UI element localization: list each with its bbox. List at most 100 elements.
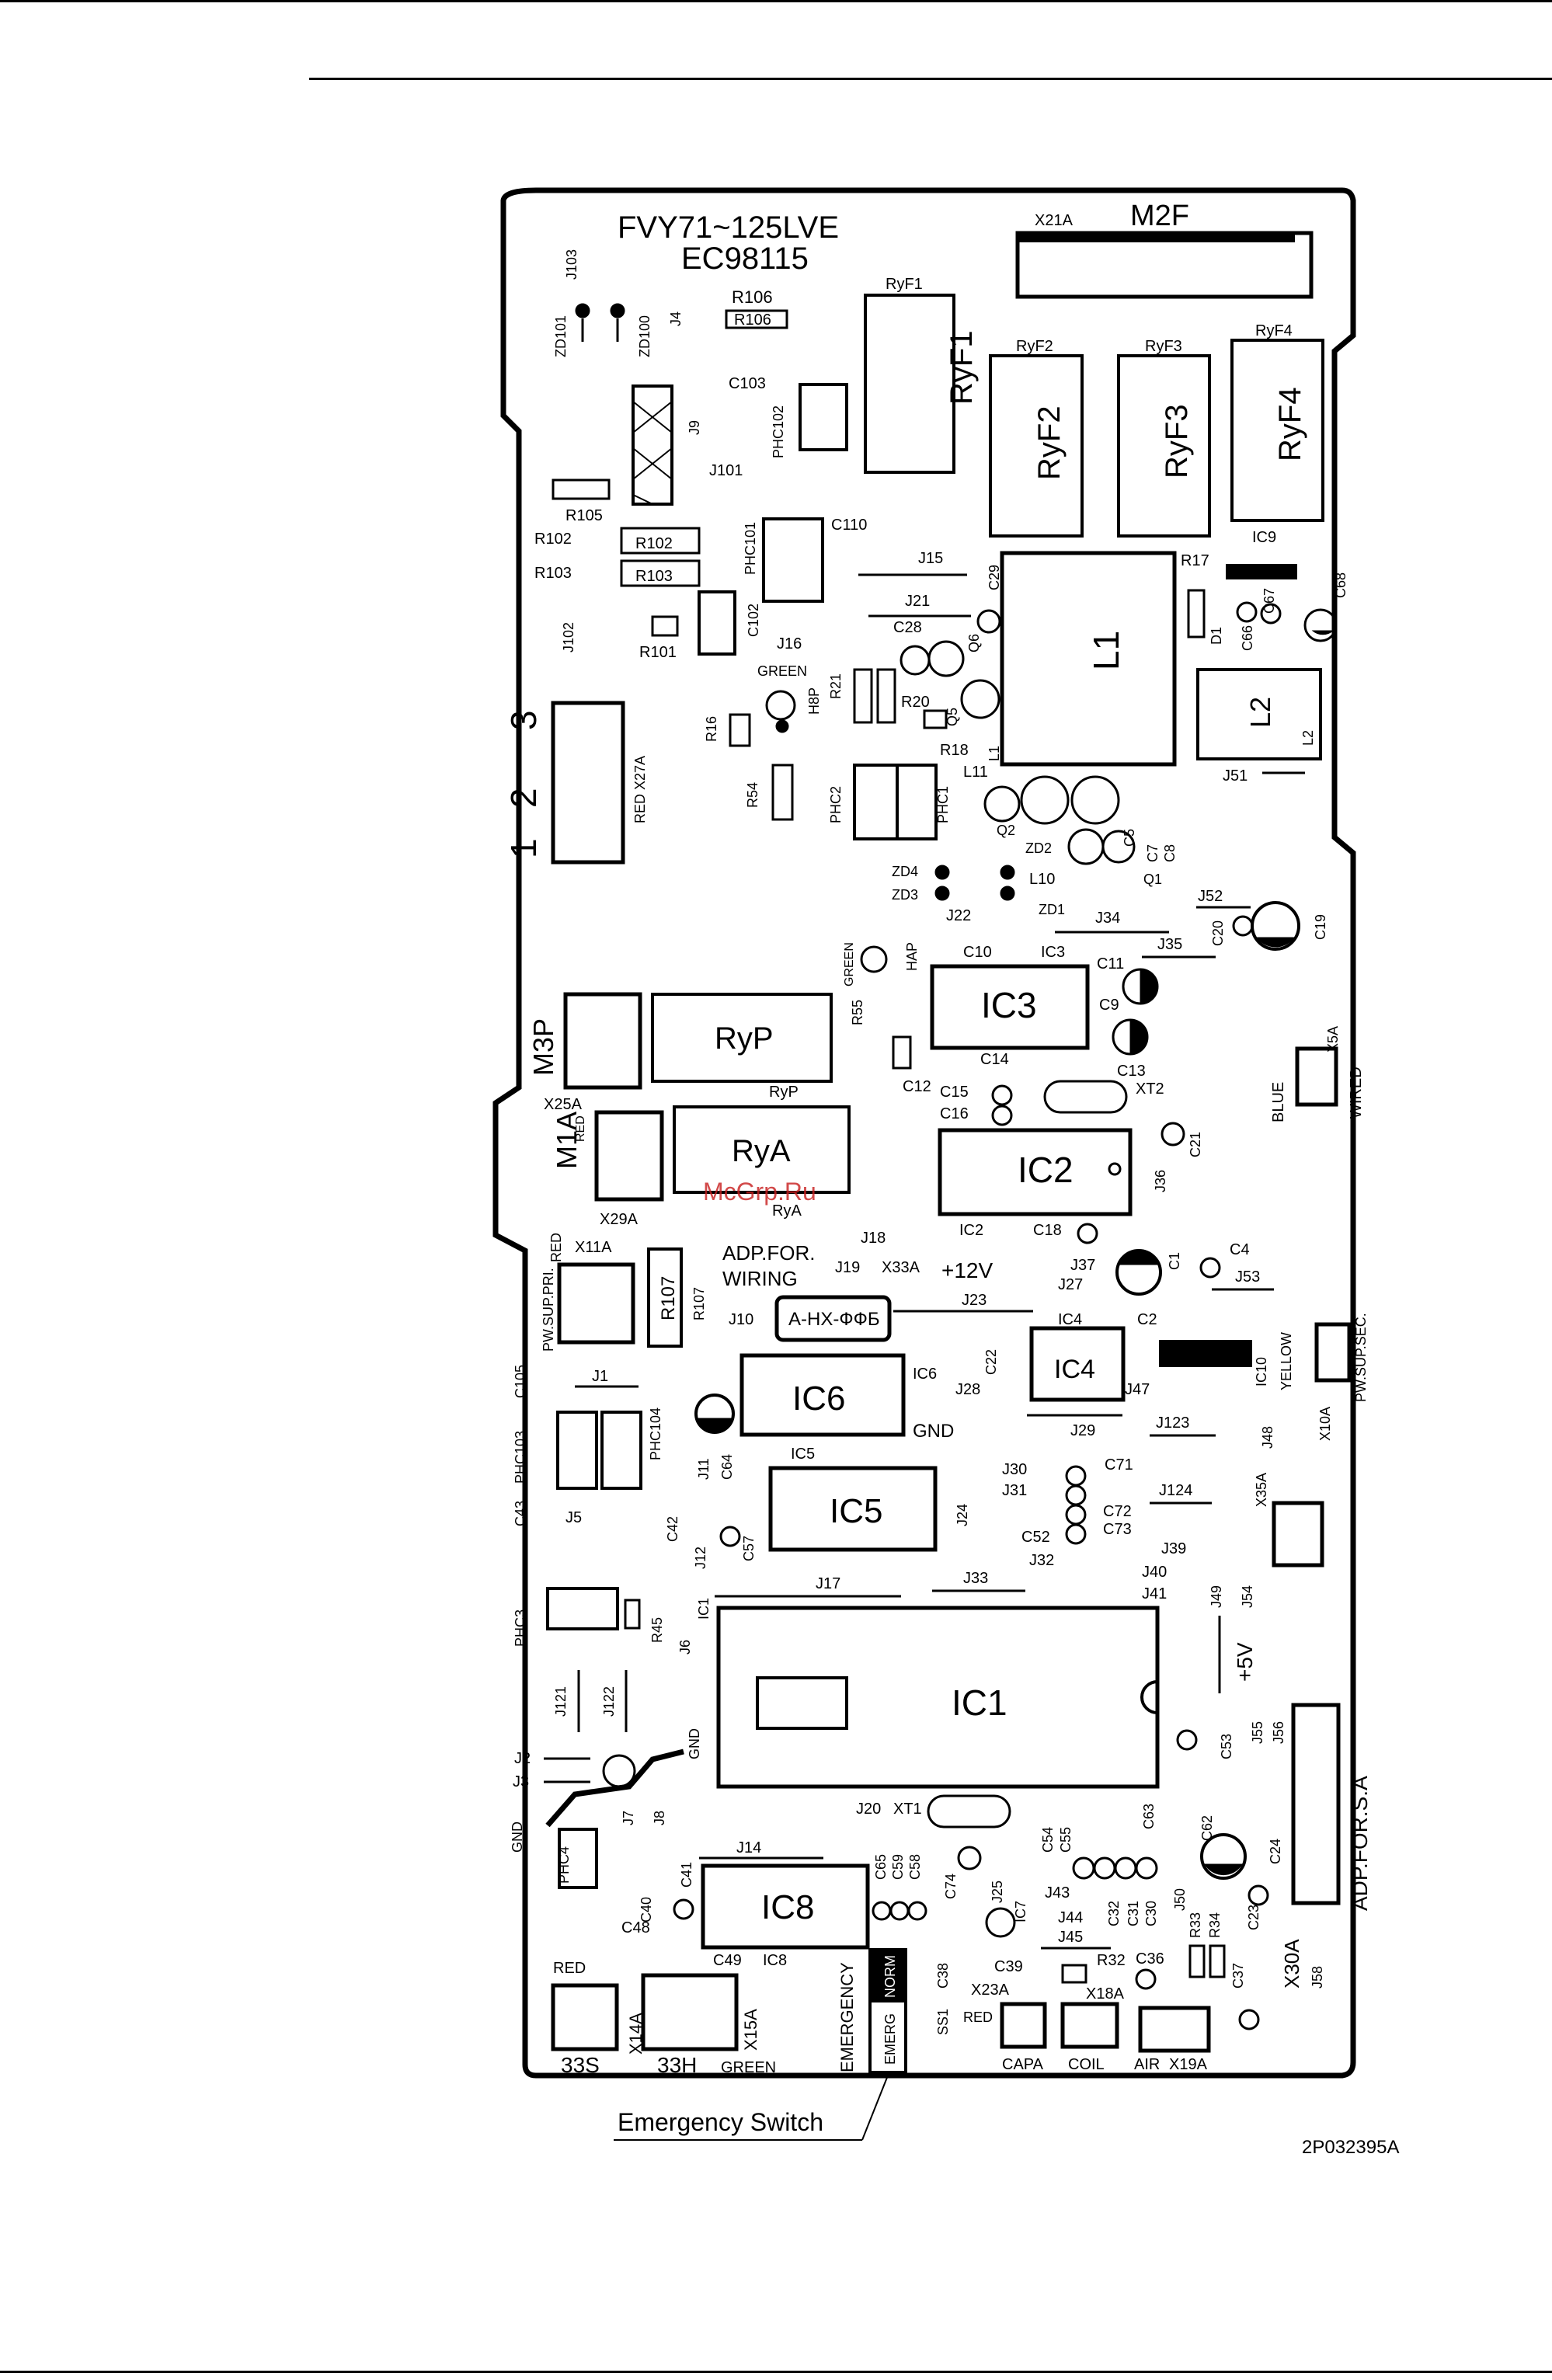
- connector-x10a-pwsup: PW.SUP.SEC.: [1353, 1313, 1369, 1402]
- ref-ic3: IC3: [1041, 944, 1065, 961]
- ref-c67: C67: [1261, 588, 1277, 614]
- ref-c9: C9: [1099, 997, 1119, 1014]
- capacitor-c9-fill: [1129, 1019, 1148, 1055]
- connector-x35a-label: X35A: [1254, 1473, 1269, 1507]
- ref-phc4: PHC4: [556, 1846, 572, 1884]
- relay-rya-small: RyA: [772, 1202, 802, 1220]
- crystal-xt1: [927, 1794, 1011, 1828]
- zener-zd100: [610, 303, 625, 318]
- ref-r103-body: R103: [635, 568, 673, 585]
- ref-c38: C38: [935, 1963, 951, 1989]
- chip-ic8: [701, 1863, 870, 1950]
- led-h8p: [765, 690, 796, 721]
- ref-q2: Q2: [997, 823, 1015, 838]
- capacitor-c55-d: [1135, 1856, 1158, 1880]
- connector-x10a: [1314, 1322, 1352, 1383]
- connector-33s-label: 33S: [561, 2053, 600, 2077]
- capacitor-c68: [1303, 608, 1338, 642]
- ref-j37: J37: [1070, 1257, 1095, 1274]
- ref-j11: J11: [696, 1458, 712, 1480]
- chip-ic4: [1029, 1326, 1126, 1402]
- relay-rya-label: RyA: [732, 1134, 791, 1168]
- ref-c4: C4: [1230, 1241, 1250, 1258]
- switch-ss1[interactable]: [868, 1948, 907, 2074]
- gnd-trace: [545, 1748, 684, 1828]
- resistor-r107: [647, 1247, 683, 1348]
- relay-ryp: [651, 993, 833, 1083]
- connector-m1a-red: RED: [574, 1115, 587, 1142]
- connector-m2f-label: M2F: [1130, 200, 1189, 232]
- relay-ryf4: RyF4 RyF4: [1230, 322, 1324, 522]
- chip-ic2-mark: [1108, 1162, 1122, 1176]
- connector-x11a-pwsup: PW.SUP.PRI.: [541, 1268, 556, 1352]
- capacitor-c66: [1236, 601, 1258, 623]
- ref-j1: J1: [592, 1368, 608, 1385]
- ref-j34: J34: [1095, 910, 1120, 927]
- ref-j4: J4: [668, 311, 684, 326]
- ref-j29: J29: [1070, 1422, 1095, 1439]
- ref-j45: J45: [1058, 1929, 1083, 1946]
- ref-ic9: IC9: [1252, 529, 1276, 546]
- chip-ic3: [930, 964, 1090, 1050]
- ref-c37: C37: [1230, 1963, 1246, 1989]
- ref-c52: C52: [1021, 1529, 1050, 1546]
- relay-ryf2: RyF2 RyF2: [989, 338, 1084, 538]
- ref-j19: J19: [835, 1259, 860, 1276]
- rail-gnd: GND: [913, 1421, 954, 1442]
- capacitor-c11-fill: [1140, 969, 1158, 1004]
- ref-c65: C65: [873, 1854, 889, 1880]
- ref-c20: C20: [1210, 920, 1226, 946]
- ref-c71: C71: [1105, 1456, 1133, 1474]
- capacitor-l1-side: [960, 679, 1000, 719]
- ref-c41: C41: [679, 1862, 694, 1888]
- ref-l1-small: L1: [987, 746, 1002, 761]
- optocoupler-phc104: [600, 1411, 642, 1490]
- ref-ic8-small: IC8: [763, 1952, 787, 1969]
- ref-j10: J10: [729, 1311, 753, 1328]
- capacitor-c55-c: [1114, 1856, 1137, 1880]
- connector-x27a-label: RED X27A: [632, 756, 648, 823]
- capacitor-c58: [907, 1901, 927, 1921]
- ref-j40: J40: [1142, 1564, 1167, 1581]
- ref-c15: C15: [940, 1084, 969, 1101]
- ref-c55: C55: [1058, 1827, 1074, 1853]
- capacitor-c64: [694, 1394, 735, 1434]
- ref-j24: J24: [955, 1504, 970, 1526]
- ref-r106: R106: [732, 287, 773, 307]
- ref-j49: J49: [1209, 1585, 1224, 1608]
- capacitor-c1-fill: [1118, 1250, 1160, 1265]
- connector-x5a-blue: BLUE: [1270, 1082, 1287, 1122]
- callout-leader: [861, 2075, 889, 2141]
- gnd-label-top: GND: [687, 1728, 702, 1759]
- ref-j51: J51: [1223, 767, 1248, 785]
- ref-r45: R45: [649, 1617, 665, 1643]
- optocoupler-phc101: [762, 517, 824, 603]
- ref-c31: C31: [1126, 1901, 1141, 1926]
- svg-text:RyF1: RyF1: [886, 276, 923, 293]
- ref-ic10: IC10: [1254, 1357, 1269, 1387]
- chip-ic2-label: IC2: [1018, 1150, 1074, 1190]
- zener-zd1: [1000, 886, 1015, 901]
- chip-ic8-label: IC8: [761, 1888, 814, 1926]
- connector-m3p: [563, 992, 642, 1090]
- chip-ic5: [768, 1466, 938, 1552]
- ref-j7: J7: [621, 1811, 636, 1825]
- connector-x19a-label: X19A: [1169, 2056, 1208, 2073]
- ref-j6: J6: [677, 1640, 693, 1655]
- connector-x19a: [1138, 2006, 1211, 2053]
- capacitor-c15: [991, 1084, 1013, 1106]
- connector-x21a-label: X21A: [1035, 212, 1074, 229]
- jumper-block-j9: [632, 384, 673, 506]
- transistor-ic7: [985, 1907, 1016, 1938]
- ref-j18: J18: [861, 1230, 886, 1247]
- capacitor-c19-fill: [1255, 937, 1296, 948]
- resistor-r103: [620, 559, 701, 587]
- ref-r106-body: R106: [734, 311, 771, 329]
- ref-j17: J17: [816, 1575, 840, 1592]
- connector-x5a: [1295, 1046, 1338, 1107]
- connector-air-label: AIR: [1134, 2056, 1160, 2073]
- ref-c14: C14: [980, 1051, 1009, 1068]
- chip-ic1-window: [756, 1676, 848, 1730]
- transistor-q1: [1067, 828, 1105, 865]
- connector-x35a: [1272, 1501, 1324, 1568]
